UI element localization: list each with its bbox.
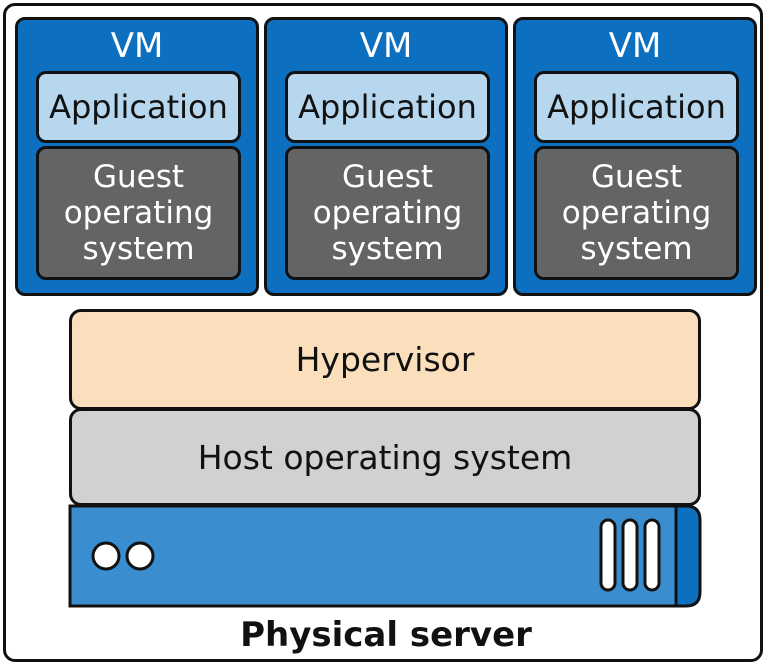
physical-server-label: Physical server bbox=[240, 615, 532, 655]
vm-title: VM bbox=[608, 26, 662, 66]
guest-os-box: Guest operating system bbox=[36, 146, 241, 280]
server-end-cap bbox=[674, 504, 702, 608]
application-box: Application bbox=[534, 71, 739, 143]
hypervisor-layer: Hypervisor bbox=[69, 309, 701, 410]
vm-title: VM bbox=[110, 26, 164, 66]
vm-box-2: VM Application Guest operating system bbox=[264, 17, 508, 296]
vent-slot-icon bbox=[643, 518, 661, 592]
indicator-light-icon bbox=[125, 541, 155, 571]
server-hardware-icon bbox=[68, 504, 702, 608]
vent-slot-icon bbox=[621, 518, 639, 592]
vm-box-3: VM Application Guest operating system bbox=[513, 17, 757, 296]
server-chassis bbox=[68, 504, 680, 608]
vm-title: VM bbox=[359, 26, 413, 66]
host-os-layer: Host operating system bbox=[69, 408, 701, 506]
application-box: Application bbox=[36, 71, 241, 143]
vm-box-1: VM Application Guest operating system bbox=[15, 17, 259, 296]
guest-os-box: Guest operating system bbox=[285, 146, 490, 280]
vent-slot-icon bbox=[599, 518, 617, 592]
indicator-light-icon bbox=[91, 541, 121, 571]
guest-os-box: Guest operating system bbox=[534, 146, 739, 280]
application-box: Application bbox=[285, 71, 490, 143]
